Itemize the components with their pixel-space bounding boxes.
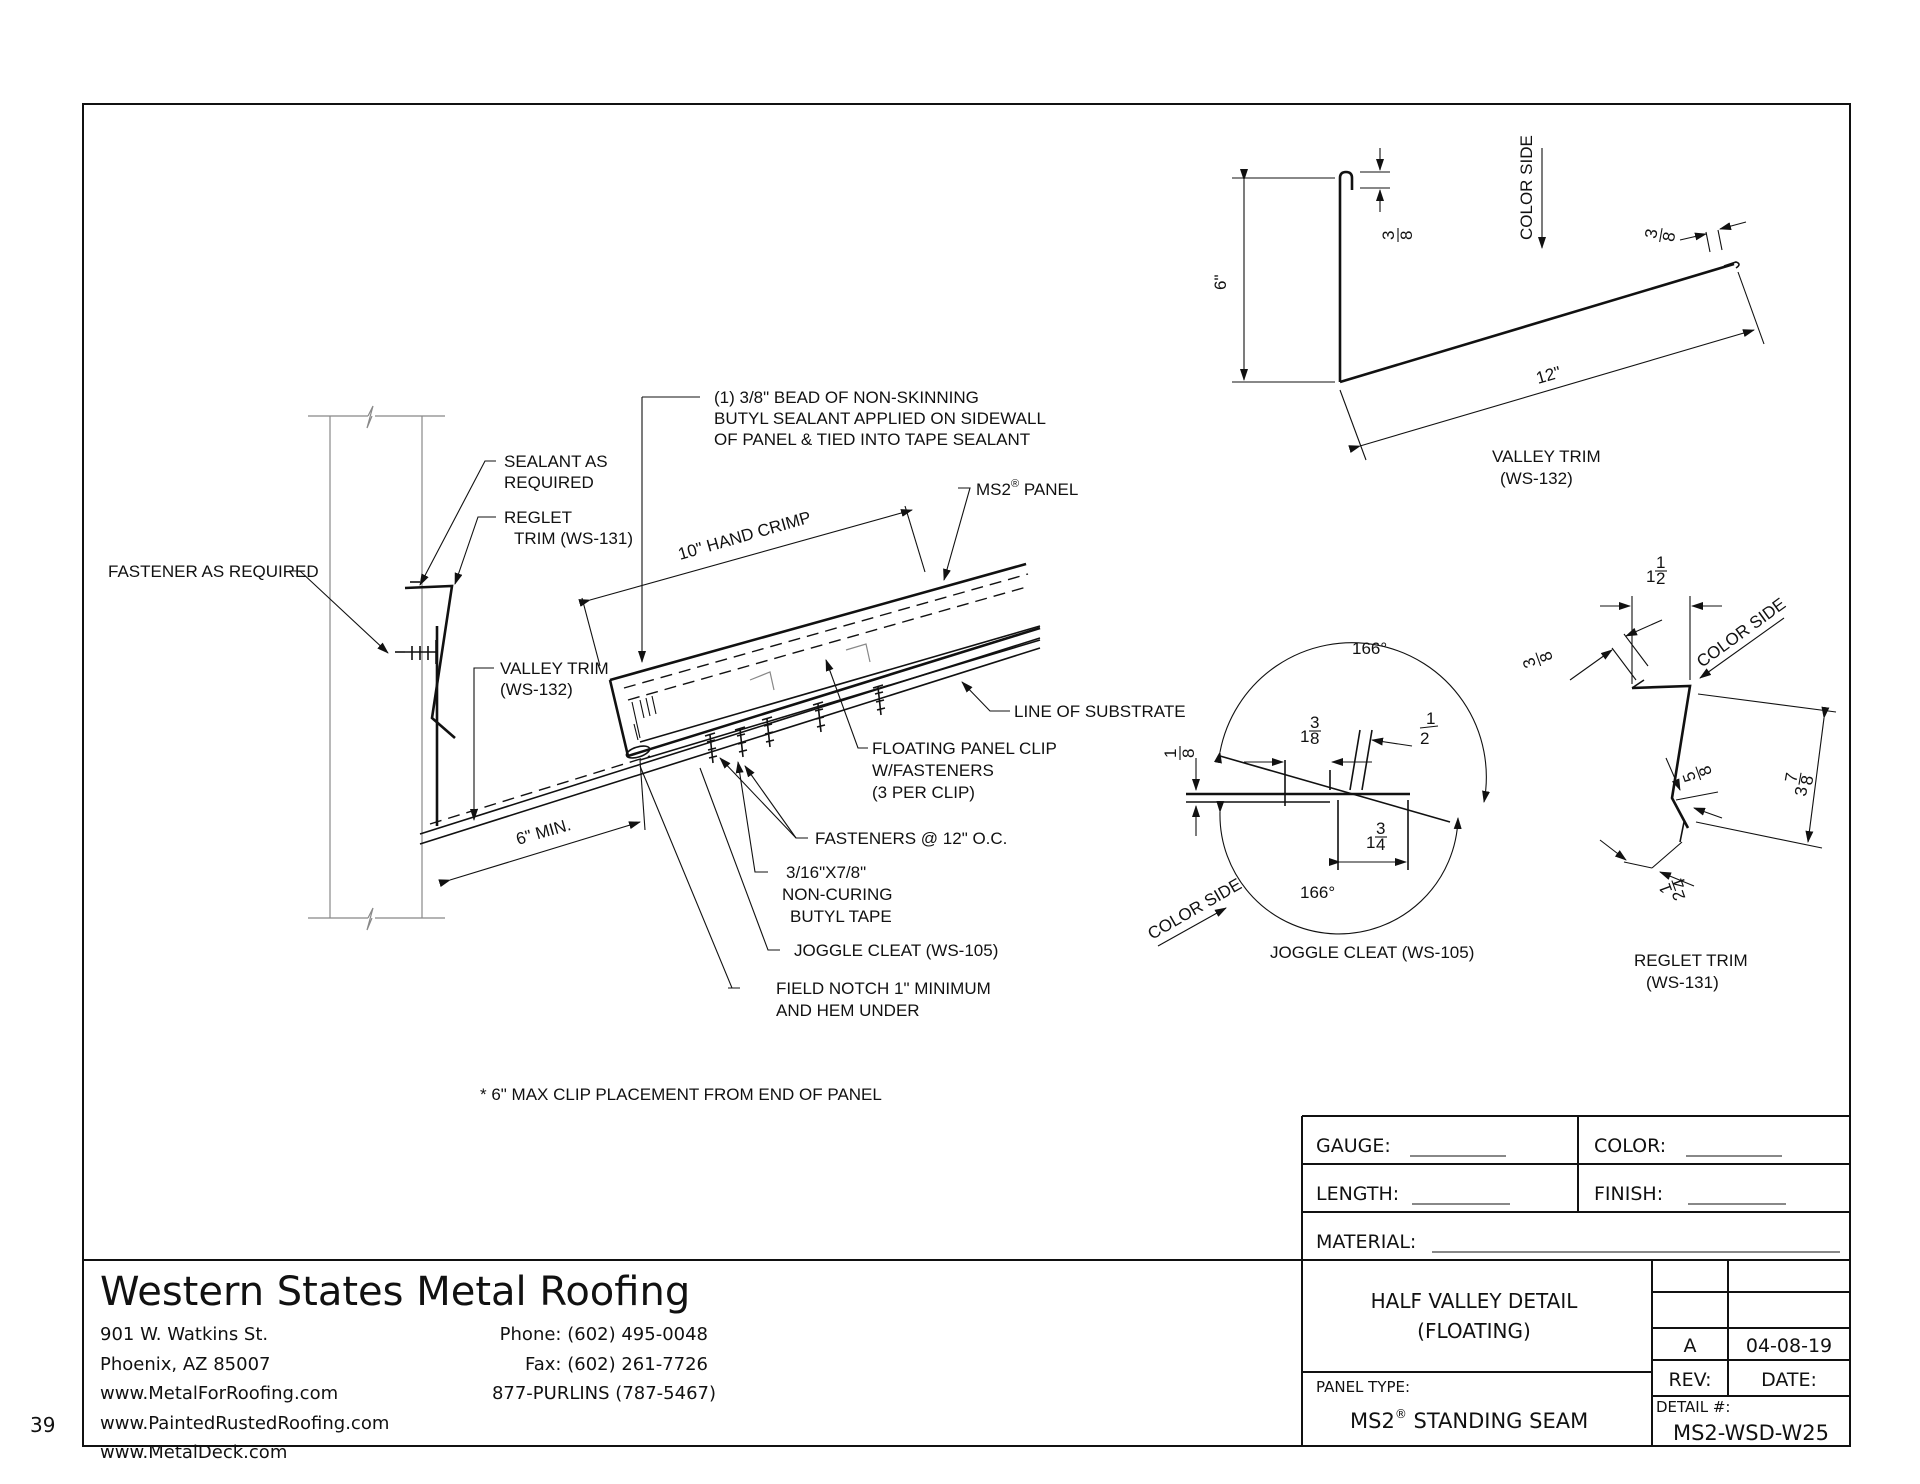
joggle-cleat-detail: 1 8 1 3 8 1 2 1 3 4 166° 166° COLOR SIDE…: [1145, 639, 1490, 962]
rt-right-den: 8: [1797, 774, 1817, 787]
vt-title-2: (WS-132): [1500, 469, 1573, 488]
fasteners-oc-note: FASTENERS @ 12" O.C.: [815, 829, 1007, 848]
vt-hem-num: 3: [1379, 231, 1398, 240]
jc-color-side: COLOR SIDE: [1145, 875, 1245, 944]
detail-label: DETAIL #:: [1656, 1398, 1730, 1416]
vt-title-1: VALLEY TRIM: [1492, 447, 1601, 466]
floating-clip-note-1: FLOATING PANEL CLIP: [872, 739, 1057, 758]
company-web-3: www.MetalDeck.com: [100, 1442, 287, 1463]
vt-length-dim: 12": [1534, 363, 1563, 388]
jc-angle-bottom: 166°: [1300, 883, 1335, 902]
rt-top-den: 2: [1656, 569, 1665, 588]
jc-title: JOGGLE CLEAT (WS-105): [1270, 943, 1474, 962]
floating-clip-note-2: W/FASTENERS: [872, 761, 994, 780]
jc-eighth-num: 1: [1161, 749, 1180, 758]
fastener-as-required: FASTENER AS REQUIRED: [108, 562, 319, 581]
rt-title-2: (WS-131): [1646, 973, 1719, 992]
rev-value: A: [1684, 1335, 1697, 1357]
field-notch-note-1: FIELD NOTCH 1" MINIMUM: [776, 979, 991, 998]
company-fax: Fax: (602) 261-7726: [525, 1354, 708, 1375]
vt-end-num: 3: [1641, 227, 1661, 240]
rt-top-whole: 1: [1646, 567, 1655, 586]
jc-half-num: 1: [1426, 709, 1435, 728]
bead-note-3: OF PANEL & TIED INTO TAPE SEALANT: [714, 430, 1030, 449]
color-label: COLOR:: [1594, 1135, 1666, 1157]
valley-trim-note-1: VALLEY TRIM: [500, 659, 609, 678]
jc-eighth-den: 8: [1179, 749, 1198, 758]
date-value: 04-08-19: [1746, 1335, 1832, 1357]
bead-note-1: (1) 3/8" BEAD OF NON-SKINNING: [714, 388, 979, 407]
reglet-note-1: REGLET: [504, 508, 572, 527]
rt-title-1: REGLET TRIM: [1634, 951, 1748, 970]
jc-bottom-den: 4: [1376, 835, 1385, 854]
detail-value: MS2-WSD-W25: [1673, 1421, 1829, 1445]
clip-placement-footnote: * 6" MAX CLIP PLACEMENT FROM END OF PANE…: [480, 1085, 882, 1104]
material-label: MATERIAL:: [1316, 1231, 1416, 1253]
butyl-tape-note-3: BUTYL TAPE: [790, 907, 892, 926]
jc-half-den: 2: [1420, 729, 1429, 748]
rt-right-whole: 3: [1791, 785, 1811, 798]
finish-label: FINISH:: [1594, 1183, 1663, 1205]
ms2-panel-label: MS2® PANEL: [976, 478, 1078, 499]
six-min-dimension: 6" MIN.: [514, 815, 573, 849]
drawing-title-1: HALF VALLEY DETAIL: [1371, 1289, 1579, 1313]
vt-hem-den: 8: [1397, 231, 1416, 240]
sealant-note-2: REQUIRED: [504, 473, 594, 492]
vt-end-den: 8: [1659, 231, 1679, 244]
reglet-note-2: TRIM (WS-131): [514, 529, 633, 548]
jc-angle-top: 166°: [1352, 639, 1387, 658]
company-phone: Phone: (602) 495-0048: [500, 1324, 708, 1345]
vt-height-dim: 6": [1211, 275, 1230, 291]
company-web-1: www.MetalForRoofing.com: [100, 1383, 338, 1404]
reglet-trim-detail: 1 1 2 3 8 COLOR SIDE 3 7 8 5: [1519, 553, 1837, 992]
drawing-border: [82, 103, 1851, 1447]
company-address-2: Phoenix, AZ 85007: [100, 1354, 270, 1375]
jc-left-den: 8: [1310, 729, 1319, 748]
company-address-1: 901 W. Watkins St.: [100, 1324, 268, 1345]
date-label: DATE:: [1761, 1369, 1817, 1391]
jc-left-num: 3: [1310, 713, 1319, 732]
rt-top-num: 1: [1656, 553, 1665, 572]
company-name: Western States Metal Roofing: [100, 1269, 690, 1315]
length-label: LENGTH:: [1316, 1183, 1399, 1205]
company-tollfree: 877-PURLINS (787-5467): [492, 1383, 716, 1404]
valley-trim-note-2: (WS-132): [500, 680, 573, 699]
sealant-note-1: SEALANT AS: [504, 452, 608, 471]
rt-mid-den: 8: [1695, 763, 1716, 778]
valley-trim-detail: 6" 3 8 COLOR SIDE 3 8 12" VALLEY TRIM (W…: [1211, 135, 1765, 488]
page-number: 39: [30, 1413, 55, 1437]
rt-hem-den: 8: [1536, 649, 1557, 664]
rev-label: REV:: [1668, 1369, 1711, 1391]
vt-color-side: COLOR SIDE: [1517, 135, 1536, 240]
half-valley-main-detail: 10" HAND CRIMP 6" MIN. (1) 3/8" BEAD OF …: [108, 388, 1186, 1104]
butyl-tape-note-1: 3/16"X7/8": [786, 863, 866, 882]
field-notch-note-2: AND HEM UNDER: [776, 1001, 920, 1020]
gauge-label: GAUGE:: [1316, 1135, 1391, 1157]
jc-bottom-num: 3: [1376, 819, 1385, 838]
butyl-tape-note-2: NON-CURING: [782, 885, 893, 904]
bead-note-2: BUTYL SEALANT APPLIED ON SIDEWALL: [714, 409, 1046, 428]
floating-clip-note-3: (3 PER CLIP): [872, 783, 975, 802]
jc-left-whole: 1: [1300, 727, 1309, 746]
rt-right-num: 7: [1781, 771, 1801, 784]
title-block: GAUGE: COLOR: LENGTH: FINISH: MATERIAL: …: [83, 1115, 1850, 1463]
joggle-cleat-note: JOGGLE CLEAT (WS-105): [794, 941, 998, 960]
rt-bottom-den: 4: [1669, 876, 1690, 891]
panel-type-label: PANEL TYPE:: [1316, 1378, 1410, 1396]
panel-type-value: MS2® STANDING SEAM: [1350, 1407, 1588, 1433]
drawing-title-2: (FLOATING): [1417, 1319, 1531, 1343]
jc-bottom-whole: 1: [1366, 833, 1375, 852]
line-of-substrate: LINE OF SUBSTRATE: [1014, 702, 1186, 721]
company-web-2: www.PaintedRustedRoofing.com: [100, 1413, 389, 1434]
hand-crimp-dimension: 10" HAND CRIMP: [676, 508, 813, 564]
